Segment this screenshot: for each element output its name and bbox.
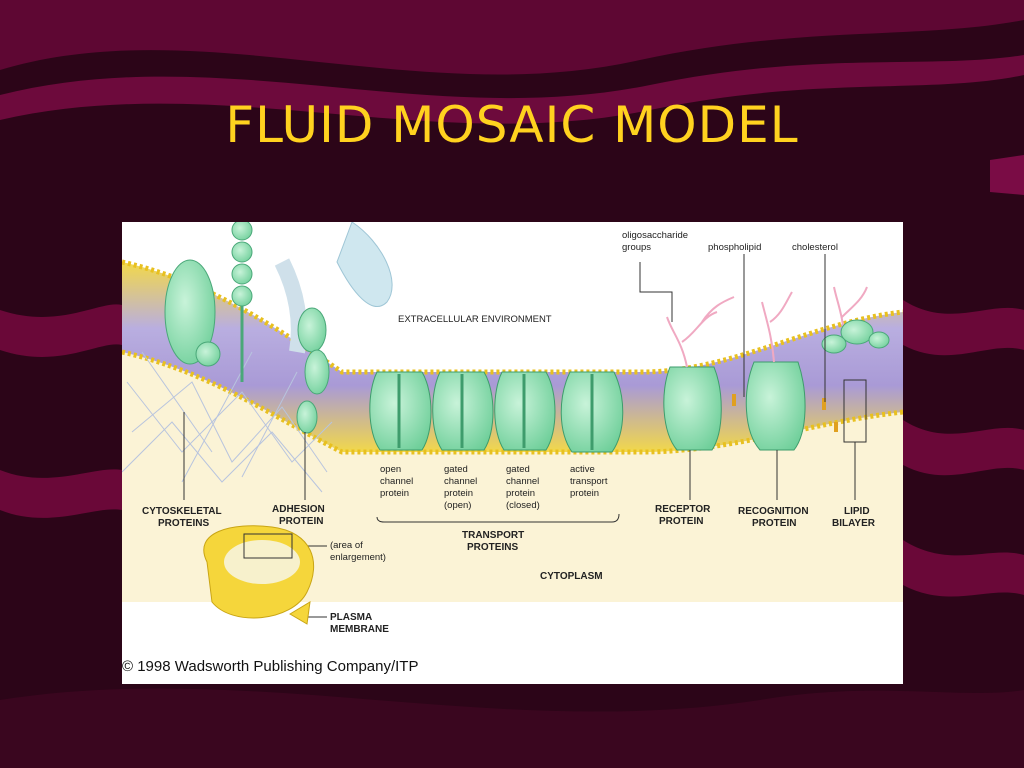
svg-text:channel: channel — [506, 476, 539, 487]
cytoskeletal-protein-shape — [164, 259, 216, 365]
svg-text:(closed): (closed) — [506, 500, 540, 511]
label-extracellular: EXTRACELLULAR ENVIRONMENT — [398, 314, 552, 325]
receptor-protein-shape — [663, 366, 722, 451]
svg-text:active: active — [570, 464, 595, 475]
svg-text:transport: transport — [570, 476, 608, 487]
svg-text:PROTEINS: PROTEINS — [467, 542, 518, 553]
wave-band-6 — [903, 540, 1024, 597]
label-active-transport: active transport protein — [570, 464, 608, 499]
label-cytoskeletal: CYTOSKELETAL PROTEINS — [142, 506, 222, 529]
svg-text:(area of: (area of — [330, 540, 363, 551]
recognition-protein-shape — [745, 361, 806, 451]
svg-text:protein: protein — [444, 488, 473, 499]
svg-text:PLASMA: PLASMA — [330, 612, 372, 623]
open-channel-protein-shape — [369, 371, 432, 451]
label-gated-open: gated channel protein (open) — [444, 464, 477, 511]
svg-text:protein: protein — [570, 488, 599, 499]
svg-text:PROTEIN: PROTEIN — [752, 518, 796, 529]
cholesterol-marks — [732, 394, 838, 432]
cytoplasm-region — [122, 342, 903, 602]
svg-text:oligosaccharide: oligosaccharide — [622, 230, 688, 241]
wave-band-4 — [903, 300, 1024, 356]
label-oligosaccharide: oligosaccharide groups — [622, 230, 688, 253]
svg-text:(open): (open) — [444, 500, 471, 511]
svg-text:groups: groups — [622, 242, 651, 253]
svg-text:RECEPTOR: RECEPTOR — [655, 504, 711, 515]
wave-top — [0, 0, 1024, 75]
svg-text:gated: gated — [444, 464, 468, 475]
svg-text:channel: channel — [380, 476, 413, 487]
gated-channel-open-shape — [432, 371, 494, 451]
svg-text:protein: protein — [380, 488, 409, 499]
gated-channel-closed-shape — [494, 371, 556, 451]
svg-text:TRANSPORT: TRANSPORT — [462, 530, 524, 541]
svg-text:channel: channel — [444, 476, 477, 487]
copyright-text: © 1998 Wadsworth Publishing Company/ITP — [122, 658, 419, 675]
glycoprotein-chain — [231, 222, 253, 307]
svg-text:PROTEIN: PROTEIN — [659, 516, 703, 527]
svg-text:RECOGNITION: RECOGNITION — [738, 506, 809, 517]
active-transport-protein-shape — [560, 371, 624, 453]
wave-bottom — [0, 688, 1024, 768]
label-adhesion: ADHESION PROTEIN — [272, 504, 325, 527]
svg-text:ADHESION: ADHESION — [272, 504, 325, 515]
label-lipid: LIPID BILAYER — [832, 506, 876, 529]
svg-text:MEMBRANE: MEMBRANE — [330, 624, 389, 635]
leader-lines — [183, 254, 856, 618]
label-area: (area of enlargement) — [330, 540, 386, 563]
wave-right — [990, 155, 1024, 195]
svg-text:BILAYER: BILAYER — [832, 518, 876, 529]
extracellular-globules — [821, 319, 890, 354]
svg-text:LIPID: LIPID — [844, 506, 870, 517]
adhesion-protein-shape — [296, 307, 330, 434]
bilayer-bottom-heads — [122, 349, 903, 455]
plasma-membrane-illustration — [203, 525, 315, 625]
extracellular-fiber — [336, 222, 393, 307]
slide-title: FLUID MOSAIC MODEL — [225, 96, 799, 154]
membrane-diagram: oligosaccharide groups phospholipid chol… — [122, 222, 903, 684]
wave-band-1 — [0, 55, 1024, 124]
oligosaccharide-chains — [666, 286, 868, 368]
label-gated-closed: gated channel protein (closed) — [506, 464, 540, 511]
svg-text:PROTEIN: PROTEIN — [279, 516, 323, 527]
wave-band-5 — [903, 420, 1024, 476]
label-cholesterol: cholesterol — [792, 242, 838, 253]
svg-text:protein: protein — [506, 488, 535, 499]
label-open-channel: open channel protein — [380, 464, 413, 499]
svg-text:open: open — [380, 464, 401, 475]
svg-text:enlargement): enlargement) — [330, 552, 386, 563]
svg-text:gated: gated — [506, 464, 530, 475]
label-receptor: RECEPTOR PROTEIN — [655, 504, 711, 527]
label-recognition: RECOGNITION PROTEIN — [738, 506, 809, 529]
label-phospholipid: phospholipid — [708, 242, 761, 253]
wave-band-2 — [0, 304, 122, 357]
label-transport: TRANSPORT PROTEINS — [462, 530, 524, 553]
svg-text:CYTOSKELETAL: CYTOSKELETAL — [142, 506, 222, 517]
wave-band-3 — [0, 469, 122, 518]
diagram-svg: oligosaccharide groups phospholipid chol… — [122, 222, 903, 635]
label-cytoplasm: CYTOPLASM — [540, 571, 603, 582]
bilayer-top-heads — [122, 259, 903, 375]
label-plasma: PLASMA MEMBRANE — [330, 612, 389, 635]
svg-text:PROTEINS: PROTEINS — [158, 518, 209, 529]
